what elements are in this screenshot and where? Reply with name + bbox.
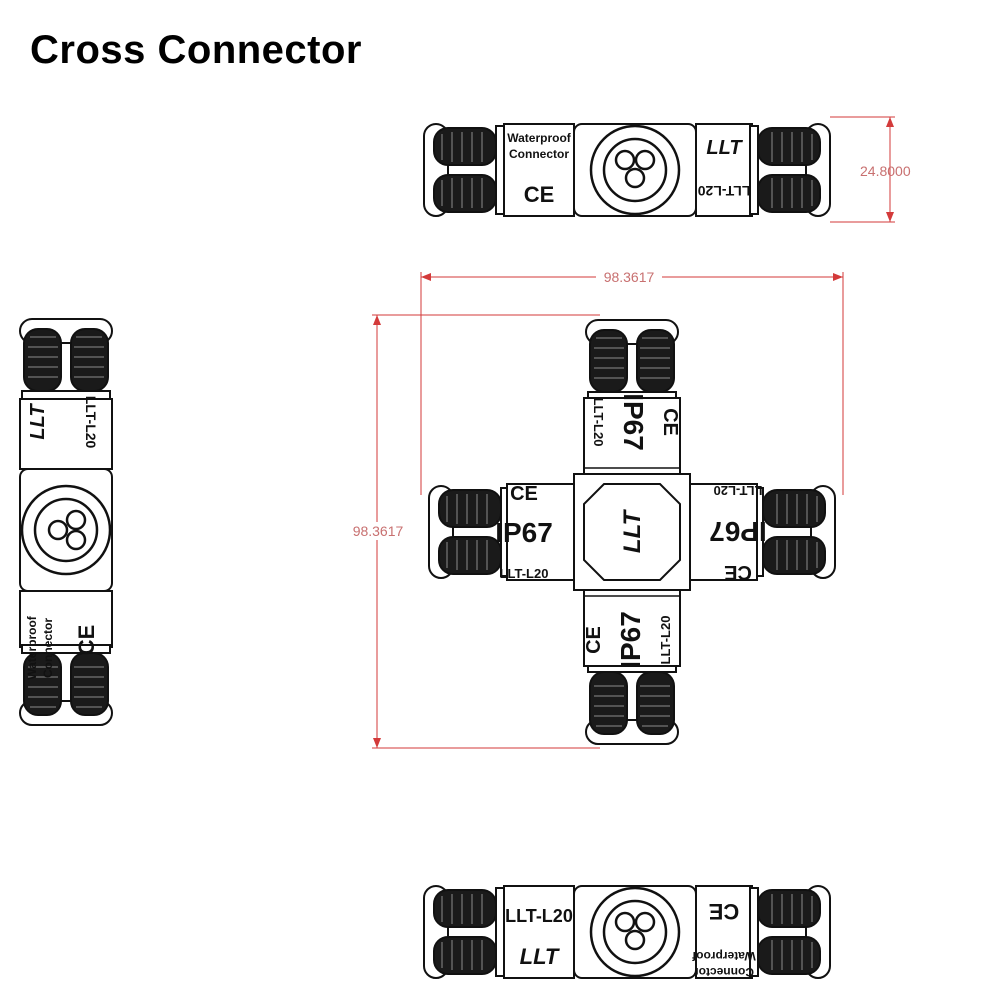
waterproof-label: Waterproof	[507, 131, 572, 145]
bottom-view-connector: LLT-L20 LLT CE Waterproof Connector	[424, 886, 830, 979]
connector-label: Connector	[509, 147, 569, 161]
model-label-top: LLT-L20	[591, 398, 606, 447]
ce-mark-left: CE	[74, 625, 99, 656]
brand-logo-bottom-view: LLT	[520, 944, 560, 969]
ce-mark: CE	[524, 182, 555, 207]
ip-rating-bottom: IP67	[615, 611, 646, 669]
height-dimension-value: 24.8000	[860, 163, 911, 179]
ce-mark-cross-left: CE	[510, 483, 538, 505]
model-label-cross-left: LLT-L20	[500, 566, 549, 581]
brand-logo-left: LLT	[27, 403, 49, 440]
waterproof-label-bottom-view: Waterproof	[691, 949, 756, 963]
ce-mark-bottom-view: CE	[709, 899, 740, 924]
brand-logo: LLT	[706, 137, 743, 159]
model-label-bottom: LLT-L20	[658, 616, 673, 665]
ce-mark-top: CE	[659, 408, 681, 436]
model-label-left: LLT-L20	[83, 396, 99, 449]
model-label-bottom-view: LLT-L20	[505, 906, 573, 926]
page-title: Cross Connector	[30, 28, 362, 72]
cross-connector-front: LLT IP67 LLT-L20 CE IP67 LLT-L20 CE IP67…	[429, 320, 835, 744]
dimension-length: 98.3617	[344, 314, 600, 749]
ip-rating-right: IP67	[709, 516, 767, 547]
brand-logo-hub: LLT	[619, 509, 646, 554]
length-dimension-value: 98.3617	[353, 523, 404, 539]
ce-mark-cross-right: CE	[724, 561, 752, 583]
dimension-width: 98.3617	[420, 268, 844, 495]
connector-label-bottom-view: Connector	[694, 965, 754, 979]
model-label-cross-right: LLT-L20	[714, 483, 763, 498]
ce-mark-bottom: CE	[583, 626, 605, 654]
model-label: LLT-L20	[697, 183, 750, 199]
ip-rating-top: IP67	[618, 393, 649, 451]
width-dimension-value: 98.3617	[604, 269, 655, 285]
top-view-connector: Waterproof Connector CE LLT LLT-L20	[424, 124, 830, 216]
waterproof-label-left: Waterproof	[25, 615, 39, 680]
connector-label-left: Connector	[41, 618, 55, 678]
left-view-labels: LLT LLT-L20 Waterproof Connector CE	[25, 396, 99, 680]
ip-rating-left: IP67	[495, 517, 553, 548]
dimension-height: 24.8000	[830, 116, 911, 223]
